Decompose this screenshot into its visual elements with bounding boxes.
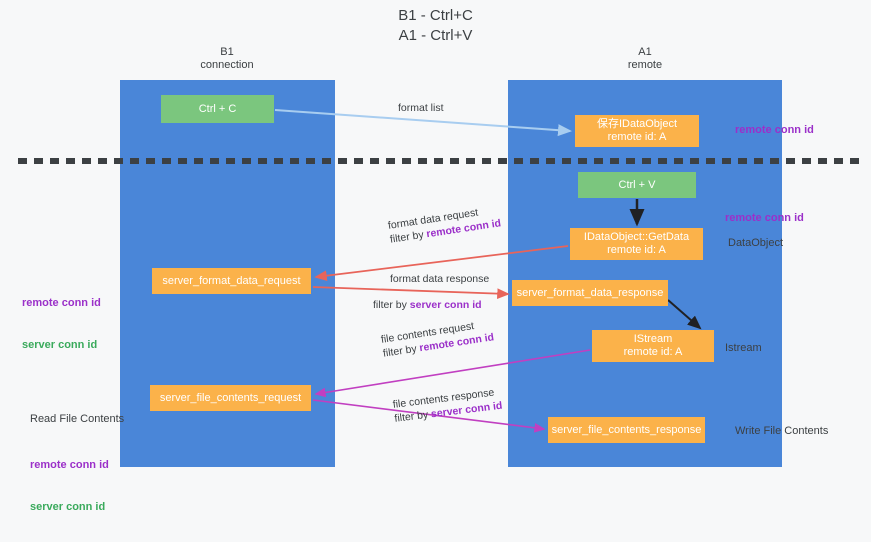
note-istream: Istream — [725, 342, 762, 354]
diagram-canvas: B1 - Ctrl+C A1 - Ctrl+V B1 connection A1… — [18, 7, 866, 513]
edge-label-file-contents-request: file contents request filter by remote c… — [380, 316, 495, 360]
note-remote-conn-id-top: remote conn id — [735, 124, 814, 136]
note-server-conn-id-2: server conn id — [30, 501, 106, 513]
arrow-format-data-response — [312, 286, 510, 300]
edge-label-format-list: format list — [398, 102, 444, 114]
edge-label-filter-server-conn: filter by server conn id — [373, 299, 482, 311]
note-dataobject: DataObject — [728, 237, 784, 249]
note-left-read-file-contents: Read File Contents remote conn id server… — [30, 384, 124, 542]
note-remote-conn-id: remote conn id — [22, 297, 101, 309]
edge-label-format-data-request: format data request filter by remote con… — [387, 202, 502, 246]
diagram-title: B1 - Ctrl+C A1 - Ctrl+V — [398, 7, 473, 44]
box-idataobject-getdata[interactable]: IDataObject::GetData remote id: A — [570, 228, 703, 260]
box-idataobject[interactable]: 保存IDataObject remote id: A — [575, 115, 699, 147]
note-server-conn-id: server conn id — [22, 339, 98, 351]
edge-label-file-contents-response: file contents response filter by server … — [392, 385, 503, 426]
note-write-file-contents: Write File Contents — [735, 425, 829, 437]
box-server-file-contents-request[interactable]: server_file_contents_request — [150, 385, 311, 411]
box-server-format-data-request[interactable]: server_format_data_request — [152, 268, 311, 294]
box-server-format-data-response[interactable]: server_format_data_response — [512, 280, 668, 306]
lane-heading-a1: A1 remote — [627, 46, 663, 71]
box-ctrl-v[interactable]: Ctrl + V — [578, 172, 696, 198]
box-istream[interactable]: IStream remote id: A — [592, 330, 714, 362]
edge-label-server-conn-id: server conn id — [409, 299, 482, 311]
lane-heading-b1: B1 connection — [200, 46, 254, 71]
note-remote-conn-id-2: remote conn id — [30, 459, 109, 471]
box-server-file-contents-response[interactable]: server_file_contents_response — [548, 417, 705, 443]
note-left-conn-ids-format: remote conn id server conn id — [22, 268, 101, 380]
note-remote-conn-id-mid: remote conn id — [725, 212, 804, 224]
edge-label-format-data-response: format data response — [390, 273, 490, 285]
note-read-file-contents: Read File Contents — [30, 413, 125, 425]
box-ctrl-c[interactable]: Ctrl + C — [161, 95, 274, 123]
